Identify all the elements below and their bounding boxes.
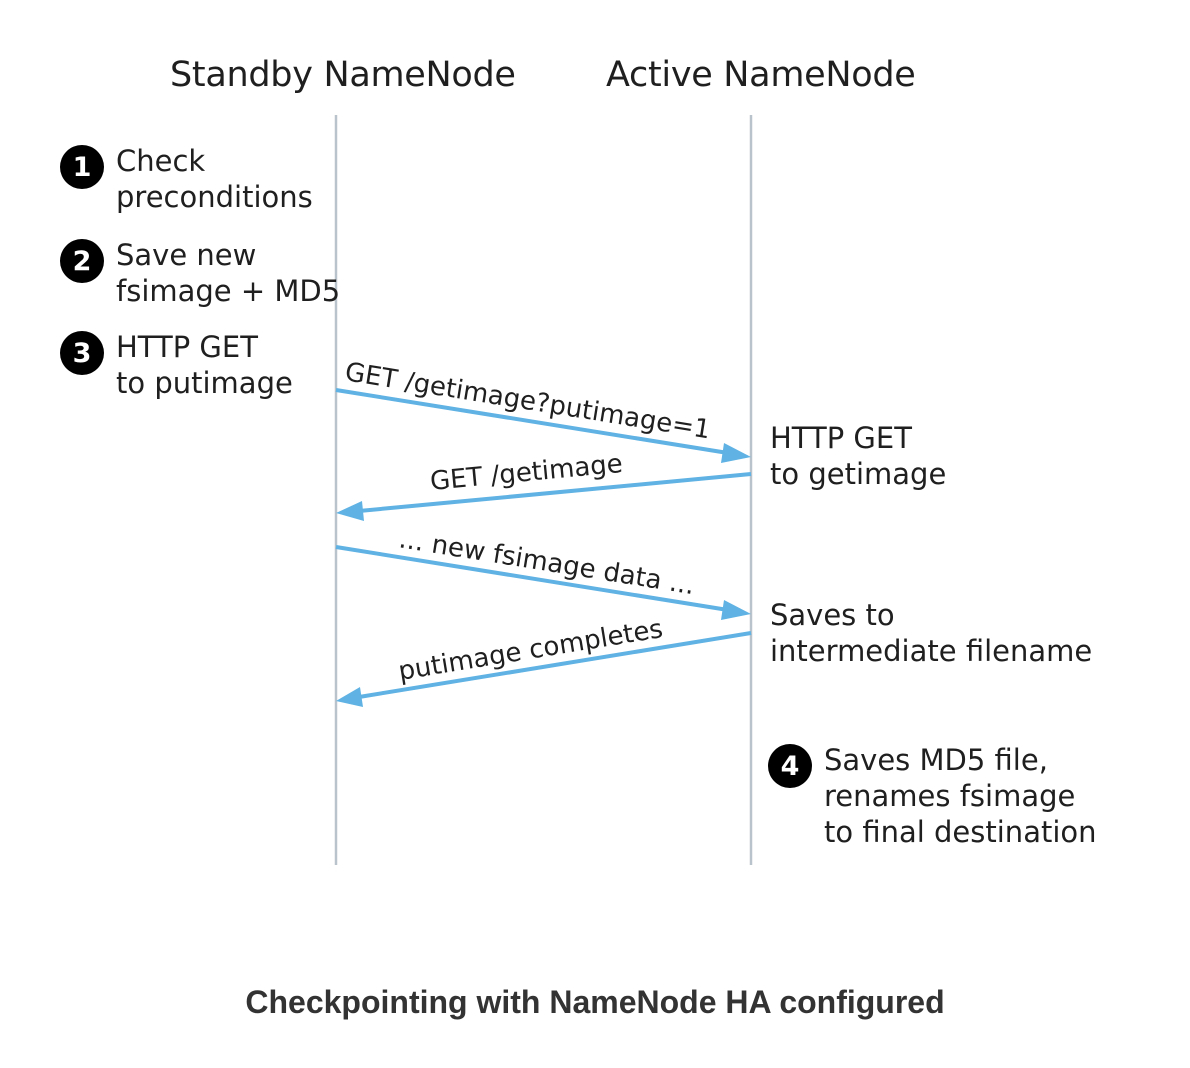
active-note-http-get-line-2: to getimage [770, 457, 947, 491]
step-4-number-badge: 4 [768, 744, 812, 788]
step-1-text: Check preconditions [116, 143, 313, 215]
message-arrow-fsimage-data: ... new fsimage data ... [335, 524, 751, 620]
step-1-number-badge: 1 [60, 145, 104, 189]
step-4-line-1: Saves MD5 file, [824, 743, 1048, 777]
message-arrow-getimage-putimage: GET /getimage?putimage=1 [335, 357, 751, 463]
active-note-saves-intermediate: Saves to intermediate filename [770, 597, 1092, 669]
active-note-saves-line-1: Saves to [770, 598, 895, 632]
step-3-text: HTTP GET to putimage [116, 329, 293, 401]
active-note-http-get: HTTP GET to getimage [770, 420, 946, 492]
message-arrow-getimage: GET /getimage [336, 449, 752, 521]
step-4-line-2: renames fsimage [824, 779, 1076, 813]
step-4-line-3: to final destination [824, 815, 1097, 849]
active-note-saves-line-2: intermediate filename [770, 634, 1093, 668]
step-4: 4 Saves MD5 file, renames fsimage to fin… [768, 742, 1097, 850]
message-arrow-putimage-completes: putimage completes [336, 614, 752, 707]
step-2-text: Save new fsimage + MD5 [116, 237, 340, 309]
step-3: 3 HTTP GET to putimage [60, 329, 293, 401]
step-4-text: Saves MD5 file, renames fsimage to final… [824, 742, 1097, 850]
step-3-line-2: to putimage [116, 366, 293, 400]
step-3-number-badge: 3 [60, 331, 104, 375]
step-2-line-2: fsimage + MD5 [116, 274, 341, 308]
step-1-line-1: Check [116, 144, 206, 178]
message-label-putimage-completes: putimage completes [396, 614, 665, 687]
step-1-line-2: preconditions [116, 180, 313, 214]
step-2-line-1: Save new [116, 238, 257, 272]
active-namenode-header: Active NameNode [606, 55, 916, 95]
active-note-http-get-line-1: HTTP GET [770, 421, 912, 455]
step-1: 1 Check preconditions [60, 143, 313, 215]
step-2-number-badge: 2 [60, 239, 104, 283]
step-2: 2 Save new fsimage + MD5 [60, 237, 340, 309]
figure-caption: Checkpointing with NameNode HA configure… [245, 984, 945, 1020]
step-3-line-1: HTTP GET [116, 330, 258, 364]
standby-namenode-header: Standby NameNode [170, 55, 516, 95]
